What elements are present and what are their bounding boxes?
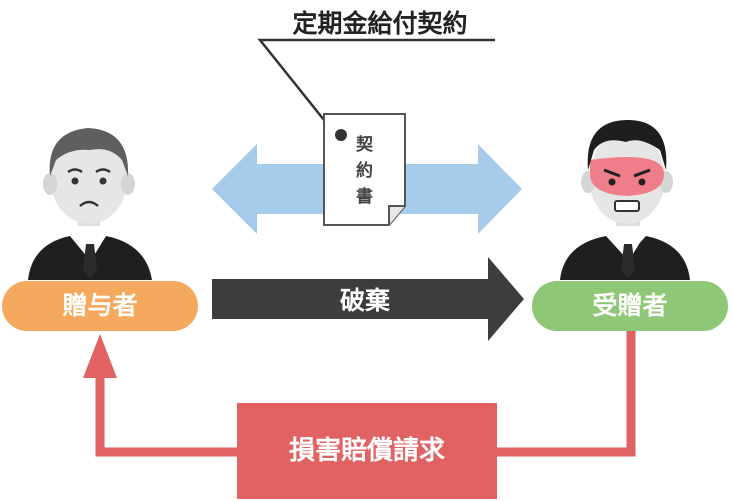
damages-claim-arrow (83, 331, 636, 457)
contract-title: 定期金給付契約 (292, 9, 468, 38)
contract-document-icon (323, 113, 406, 226)
document-char-3: 書 (356, 187, 373, 207)
damages-claim-box: 損害賠償請求 (237, 403, 497, 499)
giver-label: 贈与者 (2, 281, 198, 331)
breach-arrow (212, 257, 524, 341)
document-char-1: 契 (356, 135, 373, 155)
receiver-person-icon (560, 120, 690, 280)
giver-person-icon (28, 128, 152, 280)
receiver-label: 受贈者 (532, 281, 728, 331)
breach-label: 破棄 (339, 286, 390, 315)
document-char-2: 約 (356, 161, 373, 181)
contract-leader-line (257, 38, 495, 136)
